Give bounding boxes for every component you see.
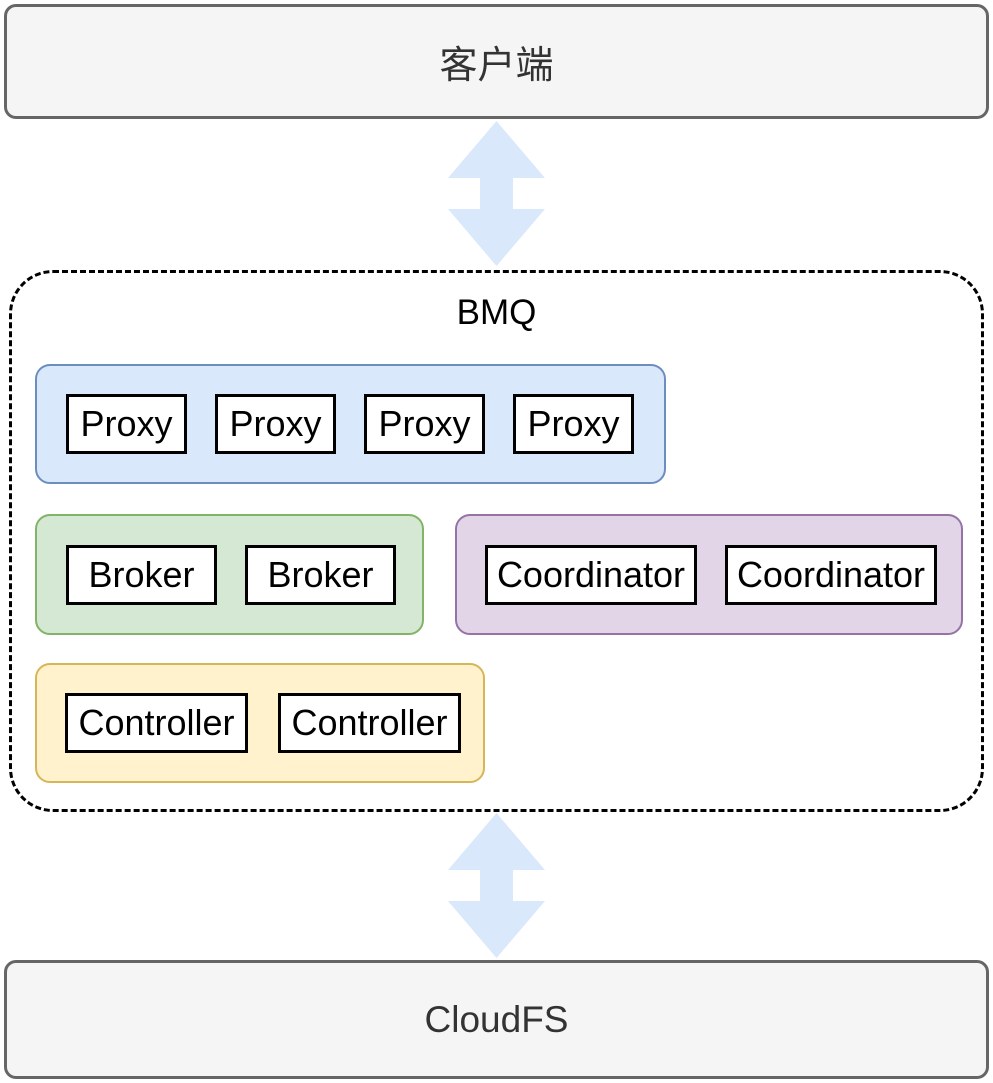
broker-node: Broker xyxy=(245,544,396,605)
client-label: 客户端 xyxy=(439,45,554,87)
cloudfs-box: CloudFS xyxy=(4,960,989,1079)
controller-node: Controller xyxy=(278,693,461,753)
coordinator-group: Coordinator Coordinator xyxy=(455,514,963,635)
broker-group: Broker Broker xyxy=(35,514,424,635)
proxy-group: Proxy Proxy Proxy Proxy xyxy=(35,364,666,484)
controller-node: Controller xyxy=(65,693,248,753)
bmq-boundary: BMQ Proxy Proxy Proxy Proxy Broker Broke… xyxy=(9,270,984,812)
cloudfs-label: CloudFS xyxy=(424,998,569,1040)
controller-group: Controller Controller xyxy=(35,663,485,783)
coordinator-node: Coordinator xyxy=(725,544,937,605)
proxy-node: Proxy xyxy=(66,394,187,454)
proxy-node: Proxy xyxy=(215,394,336,454)
double-arrow-icon xyxy=(448,813,545,958)
bmq-label: BMQ xyxy=(456,293,537,332)
client-box: 客户端 xyxy=(4,4,989,119)
proxy-node: Proxy xyxy=(513,394,634,454)
proxy-node: Proxy xyxy=(364,394,485,454)
broker-node: Broker xyxy=(66,544,217,605)
coordinator-node: Coordinator xyxy=(485,544,697,605)
double-arrow-icon xyxy=(448,121,545,266)
